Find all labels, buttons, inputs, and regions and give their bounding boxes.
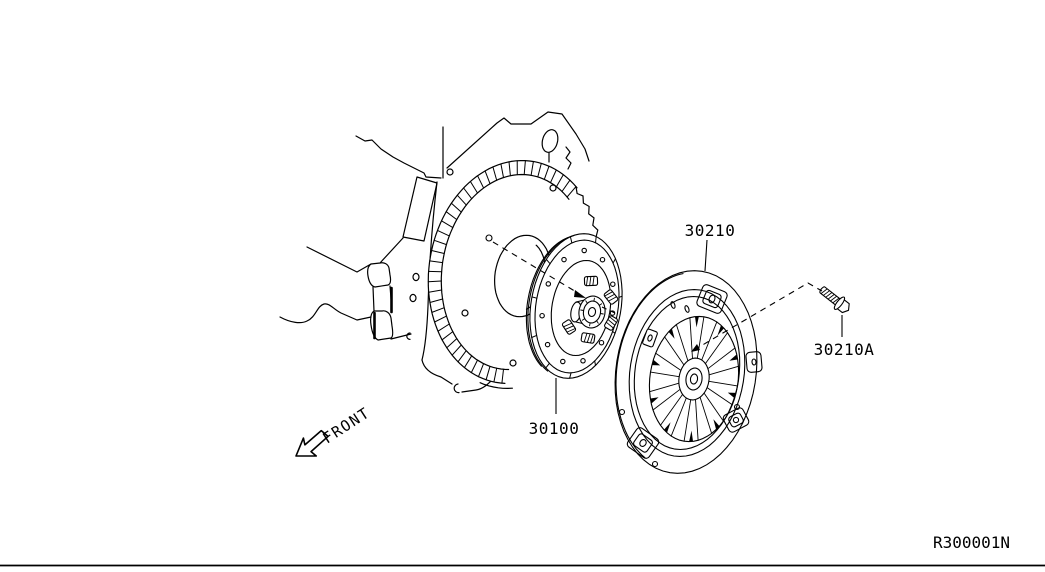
bolt-dashed-line xyxy=(693,282,823,351)
front-label: FRONT xyxy=(319,404,373,448)
ref-code: R300001N xyxy=(933,533,1010,552)
axis-dashed-line xyxy=(492,241,579,294)
axis-start-hole xyxy=(485,234,493,242)
clutch-disc xyxy=(525,233,623,379)
label-clutch-disc[interactable]: 30100 xyxy=(529,419,580,438)
bolt xyxy=(819,286,850,314)
label-bolt[interactable]: 30210A xyxy=(814,340,875,359)
front-direction: FRONT xyxy=(295,404,373,457)
front-arrow-icon xyxy=(295,429,329,457)
clutch-cover xyxy=(614,270,763,474)
bolt-threads xyxy=(820,288,840,304)
callout-lines xyxy=(485,234,843,414)
label-clutch-cover[interactable]: 30210 xyxy=(685,221,736,240)
bolt-shank xyxy=(819,286,841,306)
leader-30210 xyxy=(704,239,708,272)
axis-arrowhead xyxy=(574,290,586,298)
bolt-flange xyxy=(833,296,846,310)
axis-dashed-line-2 xyxy=(601,306,618,315)
bolt-line-arrowhead xyxy=(691,344,700,352)
